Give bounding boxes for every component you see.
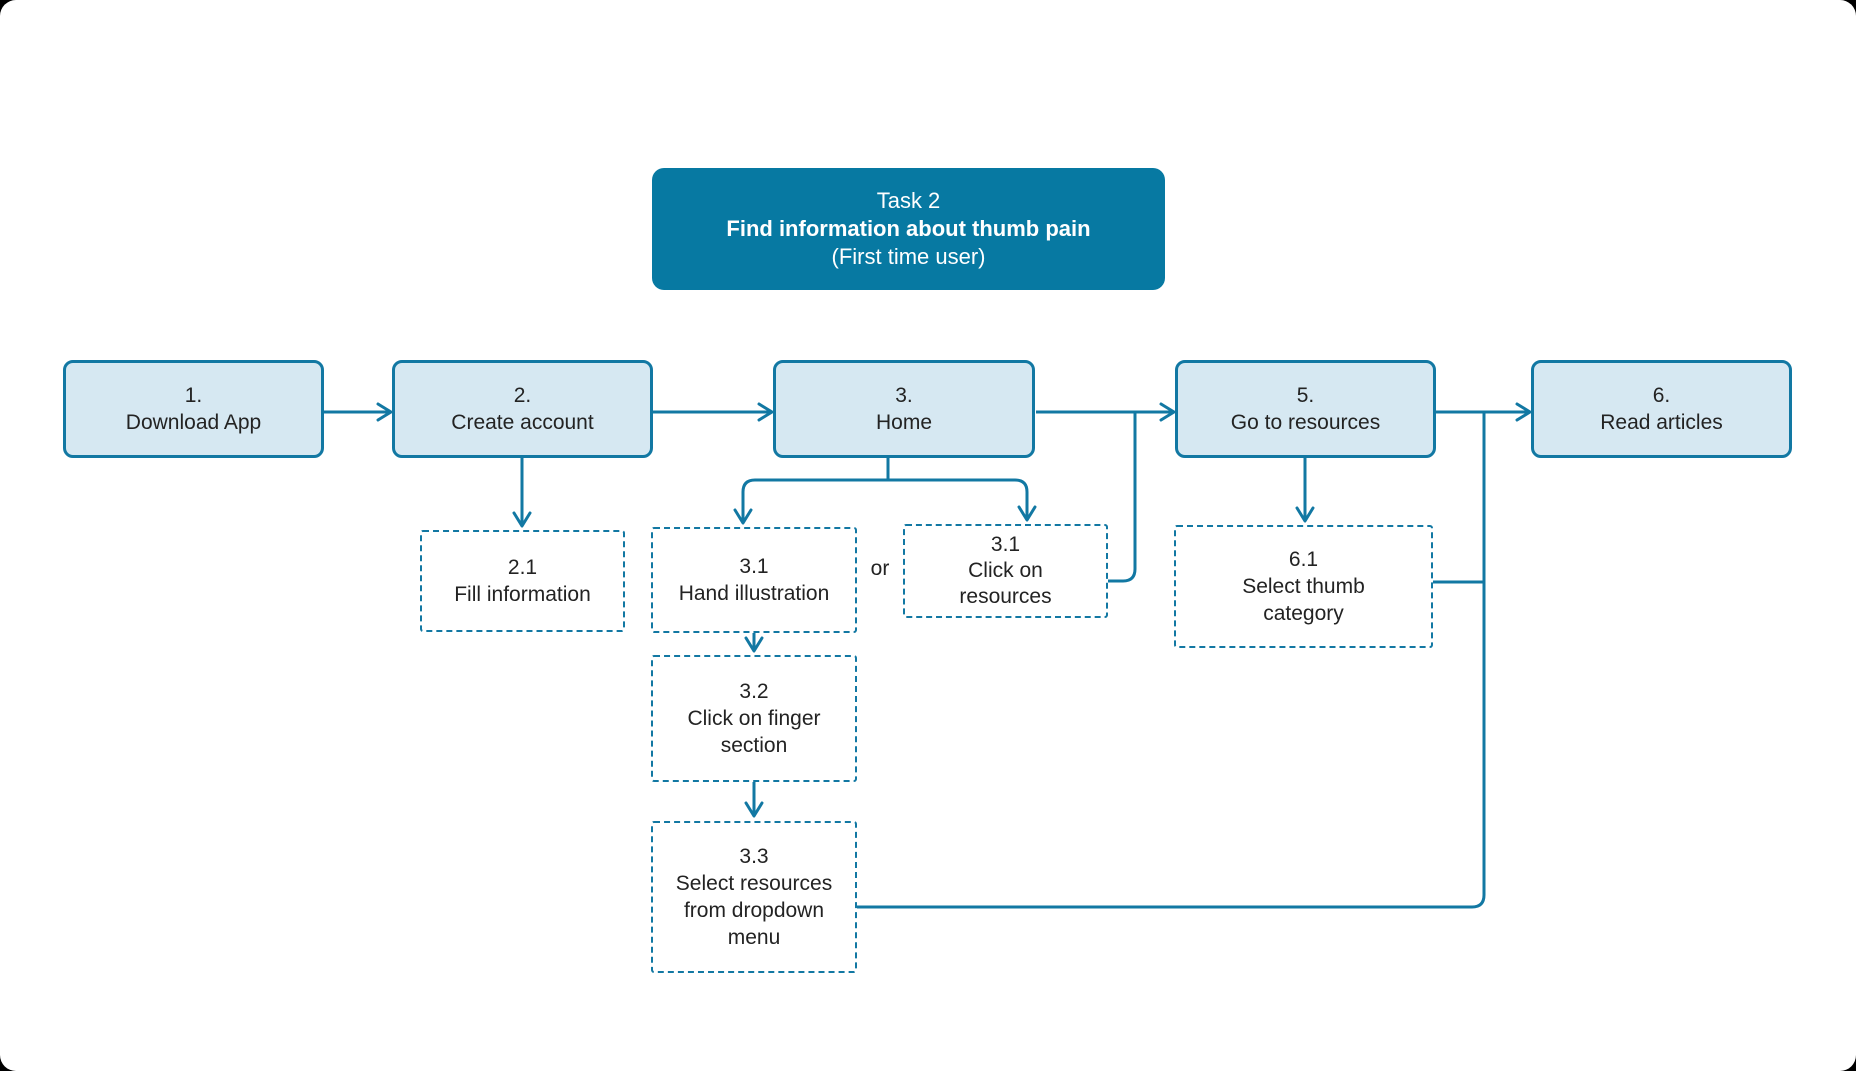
task-user-type: (First time user) <box>831 244 986 269</box>
substep-number: 2.1 <box>507 556 538 579</box>
substep-number: 3.2 <box>739 680 769 703</box>
task-name: Find information about thumb pain <box>726 216 1091 241</box>
step-number: 2. <box>513 384 532 407</box>
substep-label: Hand illustration <box>678 582 830 605</box>
substep-number: 3.1 <box>990 533 1021 556</box>
or-label: or <box>870 557 890 580</box>
step-number: 6. <box>1652 384 1671 407</box>
step-number: 5. <box>1296 384 1315 407</box>
substep-select-resources-dropdown: 3.3 Select resources from dropdown menu <box>651 821 857 973</box>
substep-label: Select thumb category <box>1242 575 1365 625</box>
substep-click-on-finger-section: 3.2 Click on finger section <box>651 655 857 782</box>
step-label: Read articles <box>1600 411 1723 434</box>
step-box-read-articles: 6. Read articles <box>1531 360 1792 458</box>
substep-hand-illustration: 3.1 Hand illustration <box>651 527 857 633</box>
substep-click-on-resources: 3.1 Click on resources <box>903 524 1108 618</box>
substep-label: Fill information <box>454 583 591 606</box>
connector-dropdown-to-read-articles <box>857 413 1486 909</box>
arrow-home-to-hand-illustration <box>733 478 888 525</box>
task-title-card: Task 2 Find information about thumb pain… <box>652 168 1165 290</box>
step-box-download-app: 1. Download App <box>63 360 324 458</box>
substep-label: Click on resources <box>959 559 1052 608</box>
step-box-create-account: 2. Create account <box>392 360 653 458</box>
arrow-home-to-click-resources <box>888 478 1037 522</box>
connector-click-resources-join <box>1108 413 1137 583</box>
substep-number: 3.1 <box>739 555 769 578</box>
step-box-go-to-resources: 5. Go to resources <box>1175 360 1436 458</box>
substep-number: 3.3 <box>739 845 769 868</box>
step-box-home: 3. Home <box>773 360 1035 458</box>
substep-number: 6.1 <box>1288 548 1319 571</box>
task-number: Task 2 <box>876 188 941 213</box>
step-label: Create account <box>451 411 594 434</box>
step-label: Go to resources <box>1230 411 1381 434</box>
step-number: 1. <box>184 384 203 407</box>
substep-select-thumb-category: 6.1 Select thumb category <box>1174 525 1433 648</box>
step-number: 3. <box>895 384 913 407</box>
step-label: Home <box>875 411 933 434</box>
substep-label: Click on finger section <box>687 707 821 757</box>
step-label: Download App <box>125 411 262 434</box>
substep-label: Select resources from dropdown menu <box>675 872 833 949</box>
substep-fill-information: 2.1 Fill information <box>420 530 625 632</box>
